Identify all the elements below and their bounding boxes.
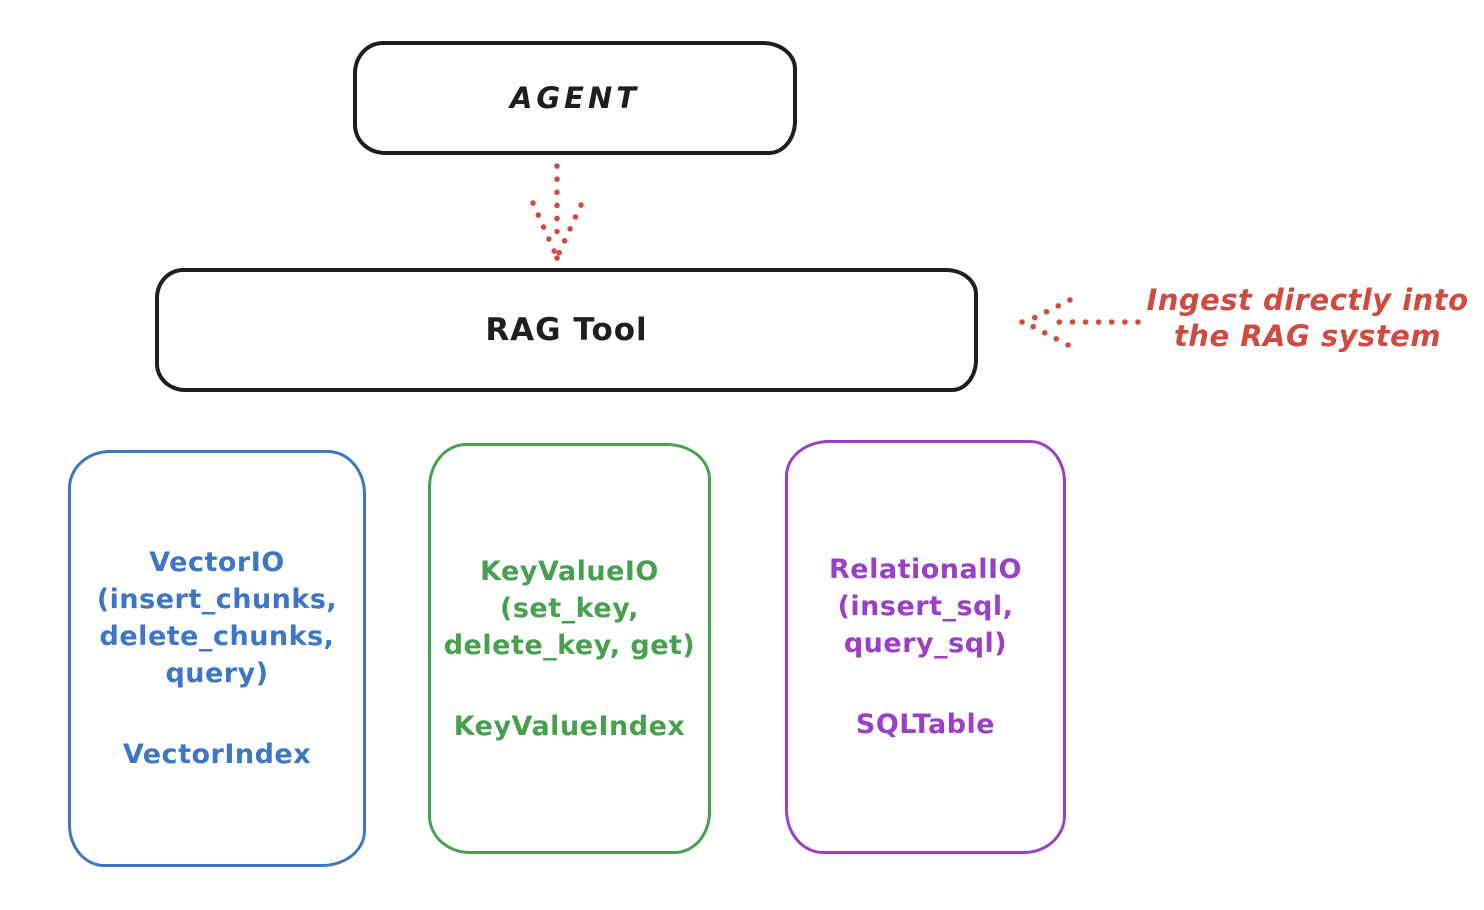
agent-box: AGENT — [353, 41, 797, 155]
ingest-arrow-icon — [1019, 297, 1141, 348]
agent-label: AGENT — [509, 81, 641, 115]
keyvalue-io-box: KeyValueIO (set_key, delete_key, get) Ke… — [428, 443, 711, 854]
sql-table-label: SQLTable — [855, 709, 996, 740]
keyvalue-index-label: KeyValueIndex — [453, 710, 686, 742]
vector-io-methods-label: VectorIO (insert_chunks, delete_chunks, … — [96, 547, 338, 689]
relational-io-box: RelationalIO (insert_sql, query_sql) SQL… — [785, 440, 1066, 854]
vector-index-label: VectorIndex — [122, 739, 312, 770]
agent-to-rag-arrow-icon — [530, 163, 584, 261]
vector-io-box: VectorIO (insert_chunks, delete_chunks, … — [68, 450, 366, 867]
rag-tool-label: RAG Tool — [485, 312, 648, 348]
ingest-annotation: Ingest directly into the RAG system — [1146, 283, 1469, 353]
relational-io-methods-label: RelationalIO (insert_sql, query_sql) — [829, 554, 1022, 659]
rag-tool-box: RAG Tool — [155, 268, 978, 392]
keyvalue-io-methods-label: KeyValueIO (set_key, delete_key, get) — [443, 555, 696, 661]
